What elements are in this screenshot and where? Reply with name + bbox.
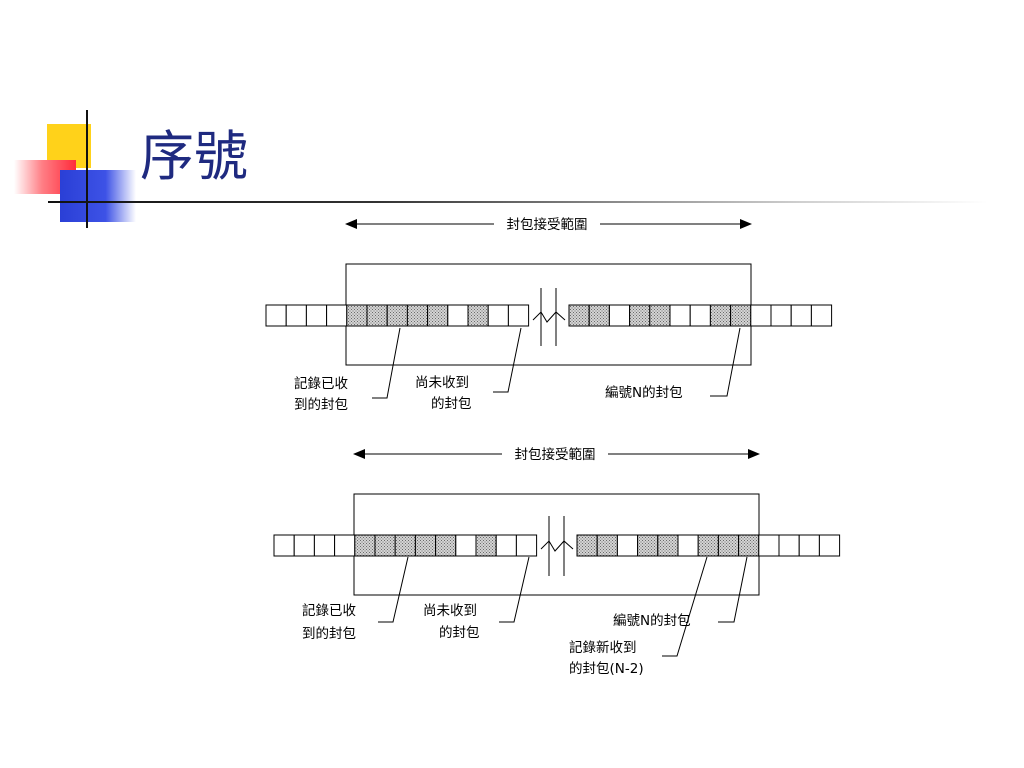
packet-cell [475,534,497,557]
leader-line-not-received [493,327,522,393]
packet-cell [427,304,449,327]
packet-cell [637,534,659,557]
packet-cell [758,534,780,557]
packet-row [273,534,841,557]
packet-cell [447,304,469,327]
packet-cell [576,534,598,557]
packet-cell [588,304,610,327]
packet-cell [334,534,356,557]
packet-cell [495,534,517,557]
label-packet-n: 編號N的封包 [605,385,683,401]
packet-cell [515,534,538,557]
vertical-divider-line [86,110,88,228]
packet-cell [730,304,752,327]
leader-line-new-received [662,556,708,657]
packet-cell [750,304,772,327]
packet-cell [435,534,457,557]
leader-line-not-received [499,556,530,623]
packet-cell [305,304,328,327]
packet-cell [386,304,408,327]
top-diagram: 封包接受範圍 記錄已收 到的封包 尚未收到 的封包 編號N的封包 [265,216,833,413]
packet-cell [608,304,631,327]
label-packet-n: 編號N的封包 [613,613,691,629]
packet-cell [326,304,348,327]
range-label: 封包接受範圍 [507,216,588,233]
label-recorded-line2: 到的封包 [302,626,356,642]
packet-cell [629,304,651,327]
label-not-received-line1: 尚未收到 [415,375,469,391]
packet-cell [313,534,336,557]
packet-cell [649,304,671,327]
packet-cell [818,534,841,557]
packet-cell [346,304,368,327]
packet-cell [455,534,477,557]
packet-cell [285,304,307,327]
bottom-diagram: 封包接受範圍 記錄已收 到的封包 尚未收到 的封包 編號N的封包 記錄新收到 的… [273,446,841,677]
label-recorded-line2: 到的封包 [294,397,348,413]
packet-cell [507,304,530,327]
packet-cell [354,534,376,557]
label-not-received-line2: 的封包 [439,625,480,641]
packet-cell [616,534,639,557]
packet-cell [709,304,732,327]
packet-cell [790,304,812,327]
packet-cell [657,534,679,557]
packet-cell [273,534,295,557]
label-not-received-line2: 的封包 [431,396,472,412]
packet-cell [669,304,691,327]
blue-square-decoration [60,170,136,222]
leader-line-recorded [372,327,401,399]
packet-cell [406,304,429,327]
packet-row [265,304,833,327]
packet-cell [798,534,820,557]
leader-line-recorded [378,556,409,623]
label-new-received-line2: 的封包(N-2) [569,661,644,677]
packet-cell [374,534,396,557]
packet-cell [293,534,315,557]
packet-cell [689,304,711,327]
packet-cell [467,304,489,327]
packet-cell [738,534,760,557]
title-underline [48,201,988,203]
label-recorded-line1: 記錄已收 [302,602,356,619]
packet-cell [810,304,833,327]
break-mark [531,288,567,348]
packet-cell [778,534,800,557]
packet-cell [717,534,740,557]
label-new-received-line1: 記錄新收到 [569,639,637,656]
packet-cell [265,304,287,327]
packet-cell [394,534,416,557]
packet-cell [366,304,388,327]
leader-line-packet-n [710,327,741,397]
packet-cell [414,534,437,557]
packet-cell [770,304,792,327]
label-not-received-line1: 尚未收到 [423,603,477,619]
packet-cell [677,534,699,557]
packet-cell [568,304,590,327]
break-mark [539,516,575,578]
packet-cell [697,534,719,557]
label-recorded-line1: 記錄已收 [294,375,348,392]
packet-cell [487,304,509,327]
range-label: 封包接受範圍 [515,446,596,463]
page-title: 序號 [140,125,248,188]
leader-line-packet-n [718,556,748,623]
packet-cell [596,534,618,557]
